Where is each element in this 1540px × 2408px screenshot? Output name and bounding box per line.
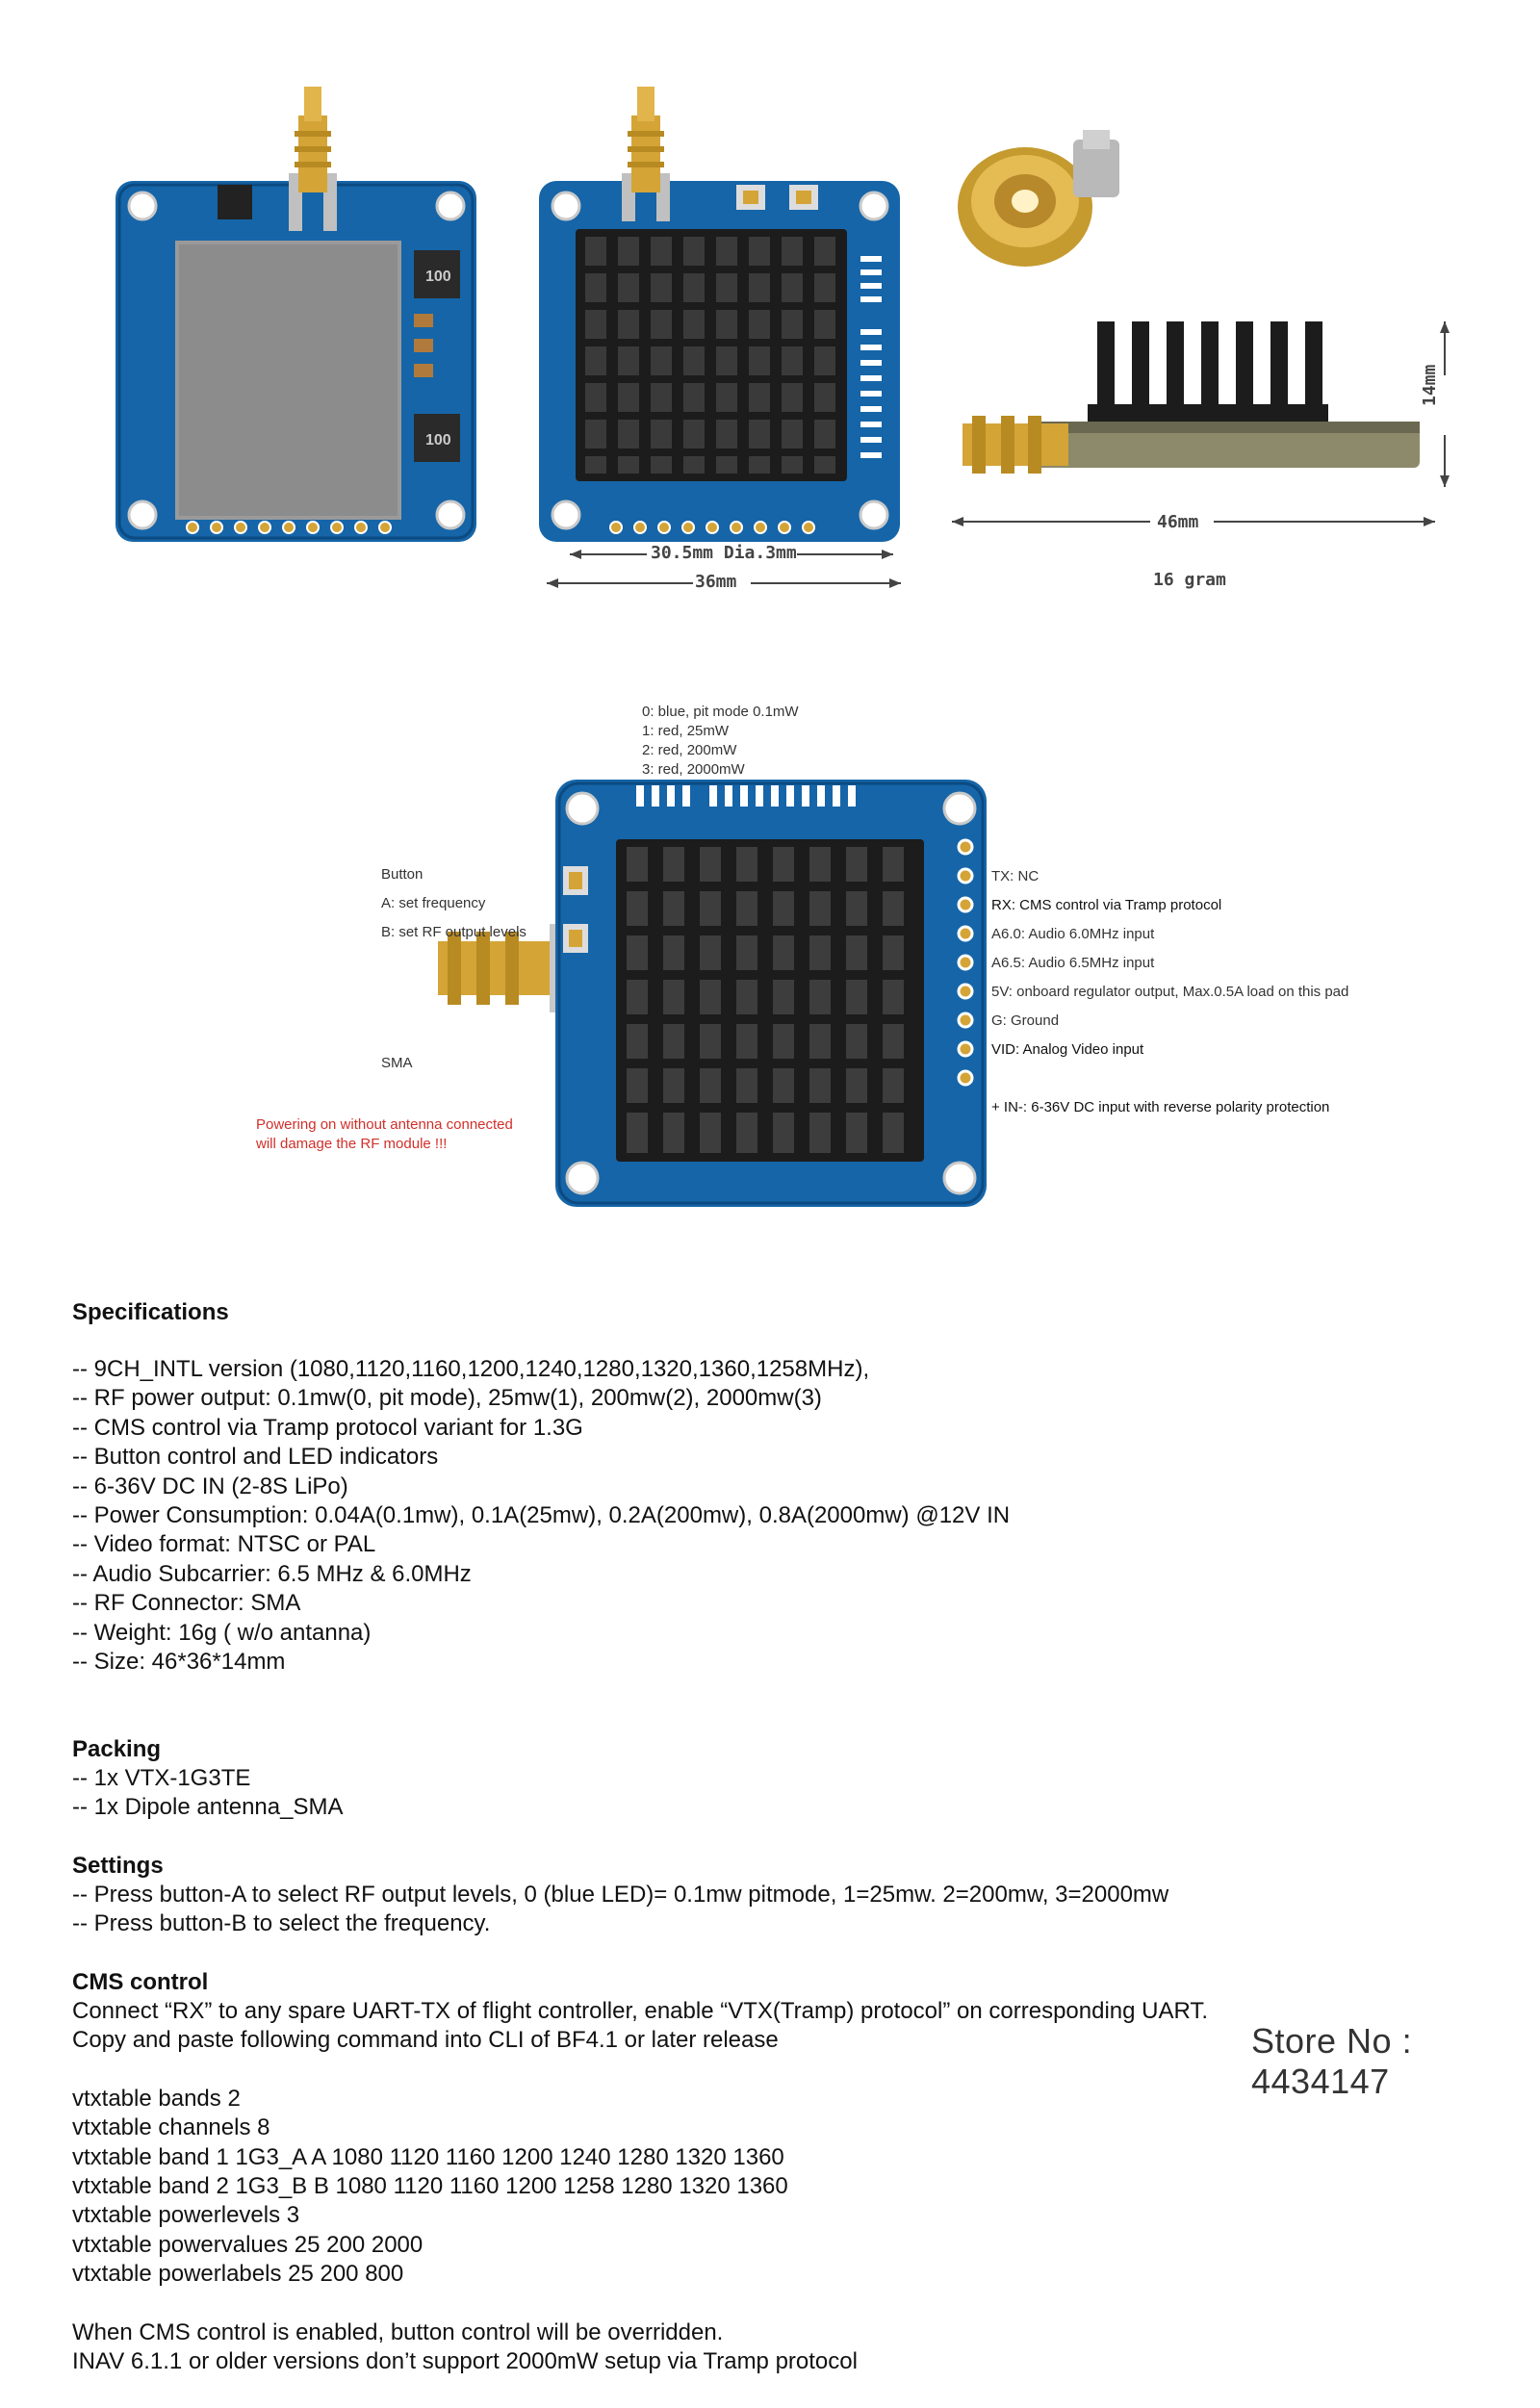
spec-line: -- 9CH_INTL version (1080,1120,1160,1200… — [72, 1356, 870, 1382]
spec-line: -- Size: 46*36*14mm — [72, 1649, 286, 1676]
button-a-label: A: set frequency — [381, 895, 486, 911]
specifications-section: Specifications -- 9CH_INTL version (1080… — [72, 1299, 1468, 1677]
height-arrow — [1435, 321, 1454, 487]
packing-title: Packing — [72, 1736, 162, 1762]
cms-command: vtxtable band 2 1G3_B B 1080 1120 1160 1… — [72, 2173, 788, 2200]
led-legend-2: 2: red, 200mW — [642, 742, 737, 758]
board-back-image: 100 100 — [116, 87, 476, 542]
spec-line: -- RF Connector: SMA — [72, 1590, 301, 1617]
packing-line: -- 1x VTX-1G3TE — [72, 1765, 251, 1791]
weight-label: 16 gram — [1153, 570, 1226, 590]
button-label: Button — [381, 866, 424, 883]
spec-line: -- CMS control via Tramp protocol varian… — [72, 1414, 583, 1441]
sma-connector-image — [958, 130, 1119, 267]
length-arrow — [952, 510, 1435, 533]
pinout-diagram: 0: blue, pit mode 0.1mW 1: red, 25mW 2: … — [0, 693, 1540, 1213]
cms-command: vtxtable powervalues 25 200 2000 — [72, 2231, 424, 2258]
pin-desc-tx: TX: NC — [991, 868, 1040, 884]
cms-note: When CMS control is enabled, button cont… — [72, 2318, 724, 2345]
pin-desc-g: G: Ground — [991, 1012, 1060, 1029]
pin-desc-a65: A6.5: Audio 6.5MHz input — [991, 955, 1155, 971]
led-legend-3: 3: red, 2000mW — [642, 761, 745, 778]
cms-note: INAV 6.1.1 or older versions don’t suppo… — [72, 2348, 858, 2375]
packing-line: -- 1x Dipole antenna_SMA — [72, 1794, 344, 1821]
sma-label: SMA — [381, 1055, 413, 1071]
dimension-arrows-front — [547, 545, 901, 595]
led-legend-0: 0: blue, pit mode 0.1mW — [642, 704, 799, 720]
spec-line: -- Button control and LED indicators — [72, 1444, 439, 1471]
svg-text:100: 100 — [425, 269, 451, 285]
svg-text:100: 100 — [425, 432, 451, 448]
board-front-image — [539, 87, 900, 542]
cms-command: vtxtable bands 2 — [72, 2085, 241, 2112]
cms-command: vtxtable powerlevels 3 — [72, 2202, 300, 2229]
settings-line: -- Press button-B to select the frequenc… — [72, 1910, 491, 1937]
settings-title: Settings — [72, 1853, 164, 1879]
specifications-title: Specifications — [72, 1299, 229, 1325]
spec-line: -- Audio Subcarrier: 6.5 MHz & 6.0MHz — [72, 1560, 472, 1587]
cms-line: Copy and paste following command into CL… — [72, 2027, 779, 2054]
button-b-label: B: set RF output levels — [381, 924, 526, 940]
pin-desc-rx: RX: CMS control via Tramp protocol — [991, 897, 1222, 913]
cms-command: vtxtable powerlabels 25 200 800 — [72, 2261, 404, 2288]
settings-line: -- Press button-A to select RF output le… — [72, 1882, 1169, 1908]
store-number: Store No : 4434147 — [1251, 2021, 1413, 2101]
cms-section: CMS control Connect “RX” to any spare UA… — [72, 1968, 1468, 2376]
cms-line: Connect “RX” to any spare UART-TX of fli… — [72, 1998, 1209, 2024]
mount-dimension: 30.5mm Dia.3mm — [651, 543, 797, 563]
width-dimension: 36mm — [695, 572, 737, 592]
product-photos-top: 100 100 — [0, 0, 1540, 635]
settings-section: Settings -- Press button-A to select RF … — [72, 1852, 1468, 1939]
packing-section: Packing -- 1x VTX-1G3TE -- 1x Dipole ant… — [72, 1735, 1468, 1823]
spec-line: -- Video format: NTSC or PAL — [72, 1531, 376, 1558]
spec-line: -- RF power output: 0.1mw(0, pit mode), … — [72, 1385, 822, 1412]
pin-desc-vid: VID: Analog Video input — [991, 1041, 1144, 1058]
pin-desc-in: + IN-: 6-36V DC input with reverse polar… — [991, 1099, 1330, 1115]
warning-line-2: will damage the RF module !!! — [256, 1136, 448, 1152]
spec-line: -- Power Consumption: 0.04A(0.1mw), 0.1A… — [72, 1502, 1011, 1529]
cms-command: vtxtable band 1 1G3_A A 1080 1120 1160 1… — [72, 2143, 784, 2170]
board-pinout-image — [438, 780, 987, 1207]
pin-desc-5v: 5V: onboard regulator output, Max.0.5A l… — [991, 984, 1349, 1000]
spec-line: -- Weight: 16g ( w/o antanna) — [72, 1619, 372, 1646]
length-dimension: 46mm — [1157, 512, 1199, 532]
led-legend: 0: blue, pit mode 0.1mW 1: red, 25mW 2: … — [642, 703, 799, 780]
cms-command: vtxtable channels 8 — [72, 2114, 270, 2141]
cms-title: CMS control — [72, 1969, 209, 1995]
pin-desc-a60: A6.0: Audio 6.0MHz input — [991, 926, 1155, 942]
led-legend-1: 1: red, 25mW — [642, 723, 730, 739]
warning-line-1: Powering on without antenna connected — [256, 1116, 513, 1133]
spec-line: -- 6-36V DC IN (2-8S LiPo) — [72, 1473, 348, 1499]
height-dimension: 14mm — [1420, 364, 1440, 406]
side-view-image — [962, 321, 1420, 474]
